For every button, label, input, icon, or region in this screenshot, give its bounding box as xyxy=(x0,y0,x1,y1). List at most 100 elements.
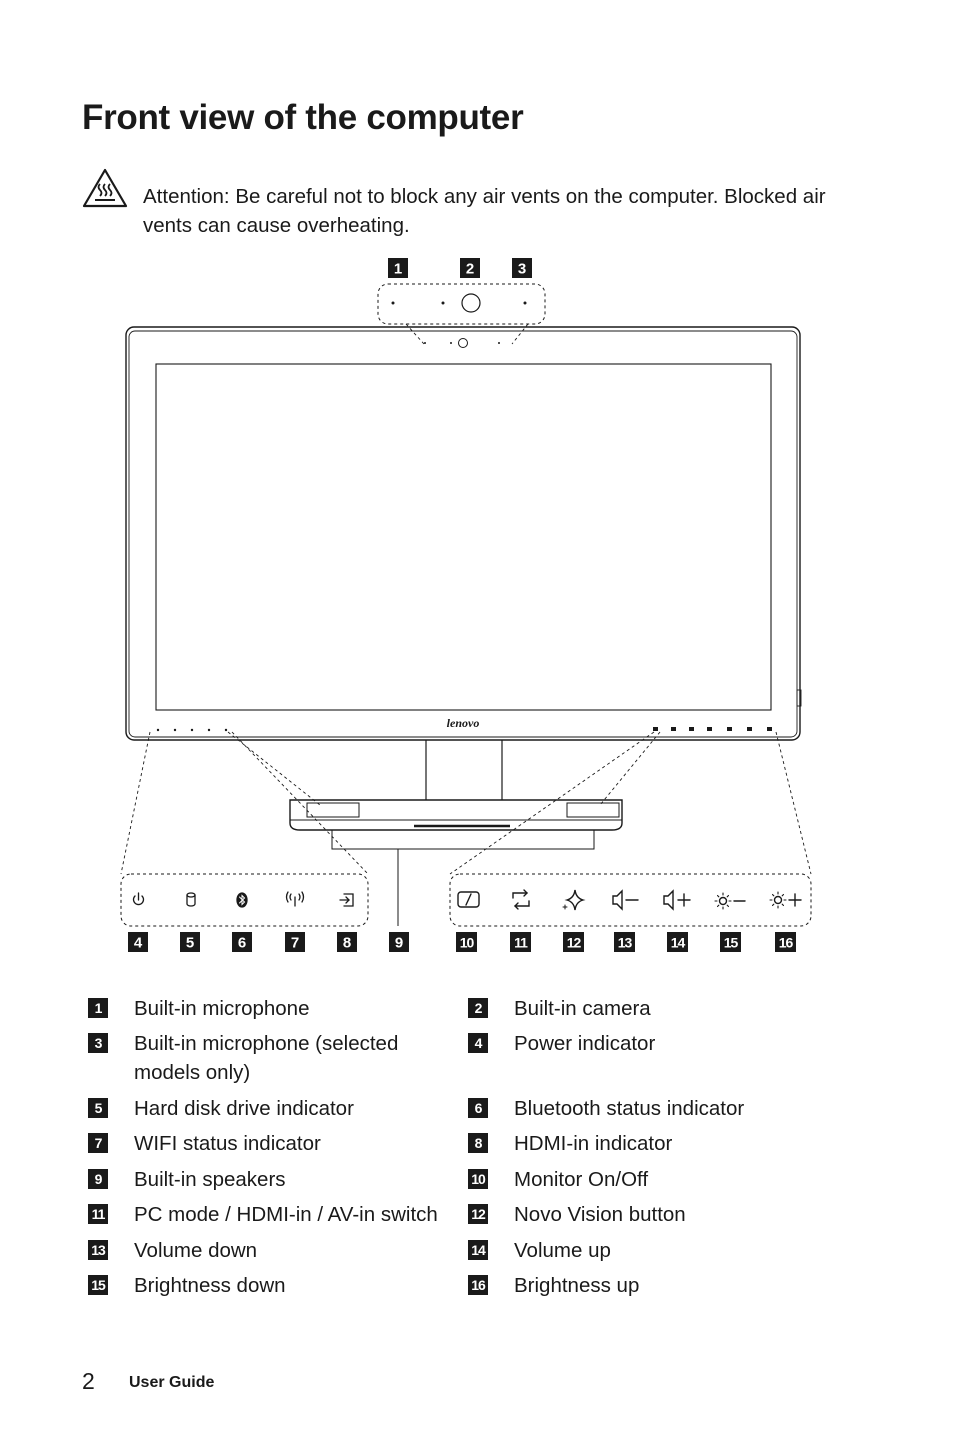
callout-8: 8 xyxy=(337,932,357,952)
legend-item: 9 Built-in speakers xyxy=(88,1165,468,1194)
legend-number: 10 xyxy=(468,1169,488,1189)
legend-number: 16 xyxy=(468,1275,488,1295)
hot-surface-warning-icon xyxy=(82,168,128,208)
volume-up-icon xyxy=(663,889,691,911)
legend-label: Built-in camera xyxy=(514,997,651,1020)
indicator-zoom-box xyxy=(120,873,369,927)
side-button xyxy=(796,689,802,707)
legend-label: Novo Vision button xyxy=(514,1203,686,1226)
legend-item: 10 Monitor On/Off xyxy=(468,1165,848,1194)
legend-item: 1 Built-in microphone xyxy=(88,994,468,1023)
legend-label: Brightness up xyxy=(514,1274,640,1297)
legend-number: 14 xyxy=(468,1240,488,1260)
page-number: 2 xyxy=(82,1368,95,1394)
brand-logo: lenovo xyxy=(447,716,480,730)
svg-text:14: 14 xyxy=(671,935,686,951)
callout-5: 5 xyxy=(180,932,200,952)
legend-number: 4 xyxy=(468,1033,488,1053)
svg-text:1: 1 xyxy=(394,261,402,278)
legend-row: 9 Built-in speakers 10 Monitor On/Off xyxy=(88,1165,848,1194)
legend-label: Volume up xyxy=(514,1239,611,1262)
legend-label: WIFI status indicator xyxy=(134,1132,321,1155)
legend-item: 3 Built-in microphone (selected models on… xyxy=(88,1029,468,1087)
brightness-down-icon xyxy=(714,892,746,910)
footer-guide: User Guide xyxy=(129,1374,215,1391)
callout-11: 11 xyxy=(510,932,531,952)
legend-number: 9 xyxy=(88,1169,108,1189)
legend-item: 14 Volume up xyxy=(468,1236,848,1265)
legend-label: Bluetooth status indicator xyxy=(514,1097,745,1120)
camera-zoom-box xyxy=(377,283,546,325)
mode-switch-icon xyxy=(512,889,530,910)
legend-label: Power indicator xyxy=(514,1032,656,1055)
legend-label: HDMI-in indicator xyxy=(514,1132,673,1155)
svg-text:2: 2 xyxy=(466,261,474,278)
legend-number: 3 xyxy=(88,1033,108,1053)
front-view-diagram: lenovo xyxy=(120,258,812,952)
svg-text:13: 13 xyxy=(618,935,633,951)
hard-disk-icon xyxy=(186,892,196,907)
legend-number: 5 xyxy=(88,1098,108,1118)
novo-vision-icon xyxy=(562,889,586,911)
callout-16: 16 xyxy=(775,932,796,952)
legend-number: 7 xyxy=(88,1133,108,1153)
callout-4: 4 xyxy=(128,932,148,952)
hdmi-in-icon xyxy=(339,893,354,907)
svg-text:3: 3 xyxy=(518,261,526,278)
legend-row: 7 WIFI status indicator 8 HDMI-in indicator xyxy=(88,1129,848,1158)
legend-label: Monitor On/Off xyxy=(514,1168,649,1191)
legend-label: PC mode / HDMI-in / AV-in switch xyxy=(134,1203,438,1226)
svg-text:4: 4 xyxy=(134,935,143,952)
callout-14: 14 xyxy=(667,932,688,952)
legend-item: 12 Novo Vision button xyxy=(468,1200,848,1229)
svg-text:12: 12 xyxy=(567,935,582,951)
legend-label: Volume down xyxy=(134,1239,258,1262)
volume-down-icon xyxy=(612,889,639,911)
callout-7: 7 xyxy=(285,932,305,952)
callout-2: 2 xyxy=(460,258,480,278)
legend-row: 15 Brightness down 16 Brightness up xyxy=(88,1271,848,1300)
svg-text:5: 5 xyxy=(186,935,194,952)
callout-3: 3 xyxy=(512,258,532,278)
legend-number: 15 xyxy=(88,1275,108,1295)
legend-row: 3 Built-in microphone (selected models on… xyxy=(88,1029,848,1087)
legend-number: 6 xyxy=(468,1098,488,1118)
callout-13: 13 xyxy=(614,932,635,952)
legend-item: 13 Volume down xyxy=(88,1236,468,1265)
callout-1: 1 xyxy=(388,258,408,278)
legend-number: 13 xyxy=(88,1240,108,1260)
svg-text:11: 11 xyxy=(514,935,528,951)
monitor-screen xyxy=(155,363,772,711)
monitor-bezel xyxy=(128,330,798,738)
attention-text: Be careful not to block any air vents on… xyxy=(143,185,826,237)
legend-item: 4 Power indicator xyxy=(468,1029,848,1087)
monitor-outer xyxy=(125,326,801,741)
legend-label: Brightness down xyxy=(134,1274,286,1297)
callout-9: 9 xyxy=(389,932,409,952)
bluetooth-icon xyxy=(236,892,248,908)
legend-label: Built-in microphone xyxy=(134,997,310,1020)
callout-15: 15 xyxy=(720,932,741,952)
svg-text:10: 10 xyxy=(460,935,475,951)
legend-row: 13 Volume down 14 Volume up xyxy=(88,1236,848,1265)
legend-item: 8 HDMI-in indicator xyxy=(468,1129,848,1158)
legend-number: 12 xyxy=(468,1204,488,1224)
page-title: Front view of the computer xyxy=(82,98,524,137)
legend-label: Built-in speakers xyxy=(134,1168,286,1191)
power-icon xyxy=(132,892,145,906)
callout-6: 6 xyxy=(232,932,252,952)
legend-number: 8 xyxy=(468,1133,488,1153)
svg-text:6: 6 xyxy=(238,935,246,952)
svg-text:7: 7 xyxy=(291,935,299,952)
camera-lens xyxy=(458,338,468,348)
legend-number: 1 xyxy=(88,998,108,1018)
button-zoom-box xyxy=(449,873,812,927)
speaker-base xyxy=(289,799,623,831)
svg-text:9: 9 xyxy=(395,935,403,952)
speaker-left xyxy=(306,802,360,818)
brightness-up-icon xyxy=(769,891,802,909)
legend-label: Built-in microphone (selected models onl… xyxy=(134,1032,399,1084)
